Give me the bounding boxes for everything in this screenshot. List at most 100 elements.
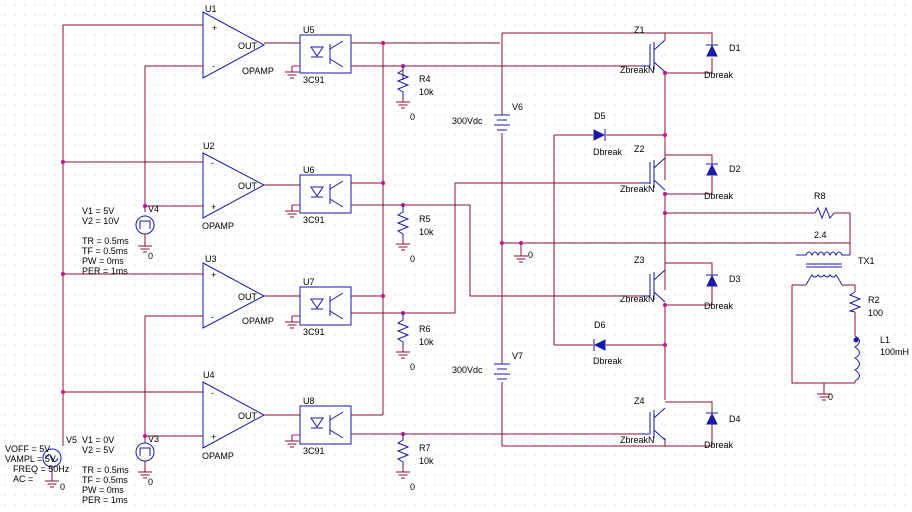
opamp-u2: - + OUT U2 OPAMP — [202, 141, 266, 231]
opamp-out-label: OUT — [238, 292, 258, 302]
svg-text:-: - — [211, 312, 214, 322]
svg-text:+: + — [211, 432, 216, 442]
resistor-value: 10k — [419, 337, 434, 347]
param-tf: TF = 0.5ms — [82, 475, 128, 485]
opamp-ref: U4 — [203, 370, 215, 380]
resistor-ref: R2 — [868, 295, 880, 305]
diode-ref: D1 — [729, 43, 741, 53]
inductor-value: 100mH — [880, 347, 909, 357]
inductor-l1: L1 100mH — [853, 335, 909, 382]
param-tf: TF = 0.5ms — [82, 246, 128, 256]
opto-model: 3C91 — [303, 446, 325, 456]
resistor-value: 10k — [419, 456, 434, 466]
ground-label: 0 — [528, 250, 533, 260]
resistor-value: 10k — [419, 87, 434, 97]
param-freq: FREQ = 50Hz — [13, 464, 70, 474]
opamp-out-label: OUT — [238, 181, 258, 191]
svg-text:-: - — [211, 158, 214, 168]
resistor-r7: R7 10k 0 — [395, 434, 434, 492]
opamp-u1: + - OUT U1 OPAMP — [202, 4, 274, 79]
svg-text:+: + — [211, 202, 216, 212]
optocoupler-u8: U8 3C91 — [284, 396, 352, 456]
param-per: PER = 1ms — [82, 266, 128, 276]
param-tr: TR = 0.5ms — [82, 236, 129, 246]
diode-model: Dbreak — [593, 147, 623, 157]
igbt-model: ZbreakN — [620, 435, 655, 445]
svg-text:-: - — [212, 61, 215, 71]
source-ref: V6 — [512, 102, 523, 112]
transformer-ref: TX1 — [858, 256, 875, 266]
diode-model: Dbreak — [704, 191, 734, 201]
sine-source-v5: 0 V5 VOFF = 5V VAMPL = 5V FREQ = 50Hz AC… — [5, 435, 77, 492]
opamp-model: OPAMP — [242, 66, 274, 76]
igbt-model: ZbreakN — [620, 294, 655, 304]
opto-model: 3C91 — [303, 215, 325, 225]
param-v2: V2 = 5V — [82, 445, 114, 455]
diode-ref: D5 — [594, 111, 606, 121]
resistor-value: 100 — [868, 308, 883, 318]
diode-d4: D4 Dbreak — [704, 412, 741, 450]
igbt-z4: Z4 ZbreakN — [620, 396, 666, 445]
optocoupler-u6: U6 3C91 — [284, 165, 352, 225]
igbt-z1: Z1 ZbreakN — [620, 25, 666, 75]
diode-ref: D2 — [729, 164, 741, 174]
igbt-ref: Z4 — [634, 396, 645, 406]
opamp-ref: U1 — [205, 4, 217, 14]
param-v1: V1 = 5V — [82, 206, 114, 216]
igbt-ref: Z3 — [634, 255, 645, 265]
opamp-ref: U2 — [203, 141, 215, 151]
resistor-ref: R5 — [419, 214, 431, 224]
ground-label: 0 — [828, 392, 833, 402]
source-value: 300Vdc — [452, 116, 483, 126]
diode-d1: D1 Dbreak — [704, 43, 741, 80]
opamp-u4: - + OUT U4 OPAMP — [202, 370, 266, 461]
param-pw: PW = 0ms — [82, 485, 124, 495]
dc-source-v7: V7 300Vdc — [452, 351, 523, 380]
igbt-model: ZbreakN — [620, 184, 655, 194]
opamp-model: OPAMP — [202, 451, 234, 461]
opamp-out-label: OUT — [238, 411, 258, 421]
resistor-ref: R4 — [419, 74, 431, 84]
source-value: 300Vdc — [452, 365, 483, 375]
source-ref: V7 — [512, 351, 523, 361]
igbt-z3: Z3 ZbreakN — [620, 255, 666, 304]
opto-ref: U8 — [303, 396, 315, 406]
pulse-source-v3: 0 V3 V1 = 0V V2 = 5V TR = 0.5ms TF = 0.5… — [82, 434, 159, 505]
diode-d2: D2 Dbreak — [704, 163, 741, 201]
diode-model: Dbreak — [593, 356, 623, 366]
resistor-r6: R6 10k 0 — [395, 313, 434, 372]
diode-ref: D4 — [729, 414, 741, 424]
diode-ref: D3 — [729, 274, 741, 284]
resistor-r4: R4 10k 0 — [395, 66, 434, 122]
pulse-source-v4: 0 V4 V1 = 5V V2 = 10V TR = 0.5ms TF = 0.… — [82, 204, 159, 276]
diode-ref: D6 — [594, 320, 606, 330]
optocoupler-u5: U5 3C91 — [284, 25, 352, 85]
svg-text:+: + — [212, 23, 217, 33]
resistor-r2: R2 100 — [848, 291, 883, 318]
ground-label: 0 — [148, 251, 153, 261]
ground-midpoint: 0 — [513, 249, 533, 263]
ground-secondary: 0 — [816, 387, 833, 402]
param-tr: TR = 0.5ms — [82, 465, 129, 475]
source-ref: V3 — [148, 434, 159, 444]
diode-model: Dbreak — [704, 301, 734, 311]
opamp-out-label: OUT — [238, 41, 258, 51]
wires — [62, 24, 856, 447]
junction-dots — [61, 41, 667, 438]
diode-d5: D5 Dbreak — [593, 111, 623, 157]
param-per: PER = 1ms — [82, 495, 128, 505]
opamp-u3: + - OUT U3 OPAMP — [202, 254, 274, 329]
param-vampl: VAMPL = 5V — [5, 454, 56, 464]
ground-label: 0 — [410, 362, 415, 372]
inductor-ref: L1 — [880, 335, 890, 345]
param-ac: AC = — [13, 474, 33, 484]
source-ref: V4 — [148, 204, 159, 214]
diode-d3: D3 Dbreak — [704, 274, 741, 311]
ground-label: 0 — [410, 112, 415, 122]
param-voff: VOFF = 5V — [5, 444, 50, 454]
ground-label: 0 — [148, 477, 153, 487]
resistor-r8: R8 2.4 — [814, 191, 835, 240]
ground-label: 0 — [410, 482, 415, 492]
igbt-ref: Z1 — [634, 25, 645, 35]
